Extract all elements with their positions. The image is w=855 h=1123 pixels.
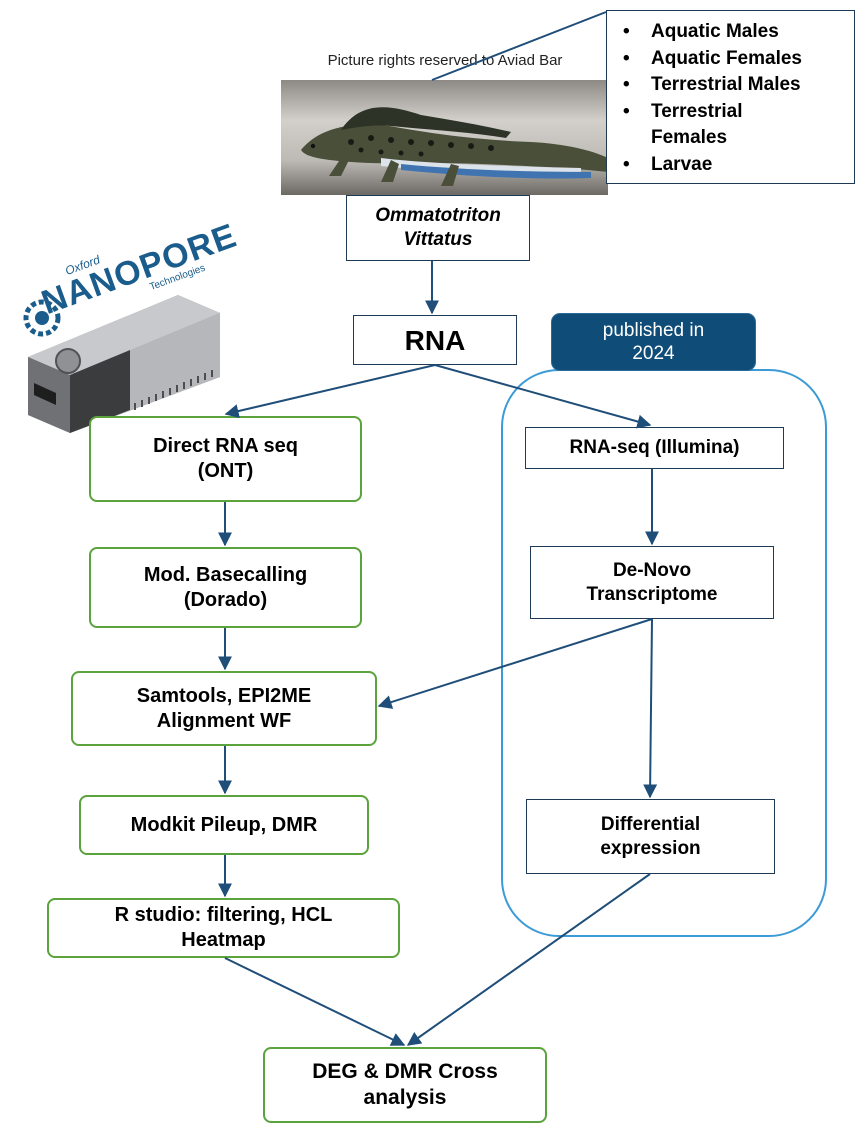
nanopore-swirl-icon [23,299,61,337]
rnaseq-illumina-box: RNA-seq (Illumina) [525,427,784,469]
basecalling-label: Mod. Basecalling (Dorado) [143,563,308,611]
rnaseq-label: RNA-seq (Illumina) [569,437,740,459]
published-badge: published in 2024 [551,313,756,371]
alignment-label: Samtools, EPI2ME Alignment WF [136,684,312,732]
mod-basecalling-box: Mod. Basecalling (Dorado) [89,547,362,628]
group-item: Aquatic Males [617,19,854,46]
rstudio-label: R studio: filtering, HCL Heatmap [114,904,333,951]
newt-photo [281,80,608,195]
group-item: Aquatic Females [617,46,854,73]
nanopore-logo: Oxford NANOPORE Technologies [22,216,242,337]
photo-credit: Picture rights reserved to Aviad Bar [327,52,563,69]
sample-groups-list: Aquatic Males Aquatic Females Terrestria… [606,10,855,184]
group-item: Terrestrial Males [617,72,854,99]
rstudio-box: R studio: filtering, HCL Heatmap [47,898,400,958]
newt-illustration [281,80,608,195]
differential-expression-box: Differential expression [526,799,775,874]
minion-device-illustration [28,295,220,433]
direct-rna-label: Direct RNA seq (ONT) [153,435,298,482]
alignment-box: Samtools, EPI2ME Alignment WF [71,671,377,746]
arrow-rna-to-direct [224,364,436,418]
modkit-label: Modkit Pileup, DMR [130,813,318,836]
species-label: Ommatotriton Vittatus [375,205,501,250]
species-box: Ommatotriton Vittatus [346,195,530,261]
final-label: DEG & DMR Cross analysis [312,1059,498,1109]
denovo-label: De-Novo Transcriptome [586,559,718,605]
group-item: Terrestrial Females [617,99,771,152]
arrow-rstudio-to-final [224,957,406,1046]
rna-label: RNA [404,324,466,356]
diffexp-label: Differential expression [600,813,701,859]
denovo-transcriptome-box: De-Novo Transcriptome [530,546,774,619]
direct-rna-seq-box: Direct RNA seq (ONT) [89,416,362,502]
nanopore-device-image [10,265,230,435]
deg-dmr-cross-analysis-box: DEG & DMR Cross analysis [263,1047,547,1123]
group-item: Larvae [617,152,854,179]
modkit-pileup-box: Modkit Pileup, DMR [79,795,369,855]
connector-photo-to-list [431,11,607,81]
published-badge-label: published in 2024 [602,320,705,364]
rna-box: RNA [353,315,517,365]
